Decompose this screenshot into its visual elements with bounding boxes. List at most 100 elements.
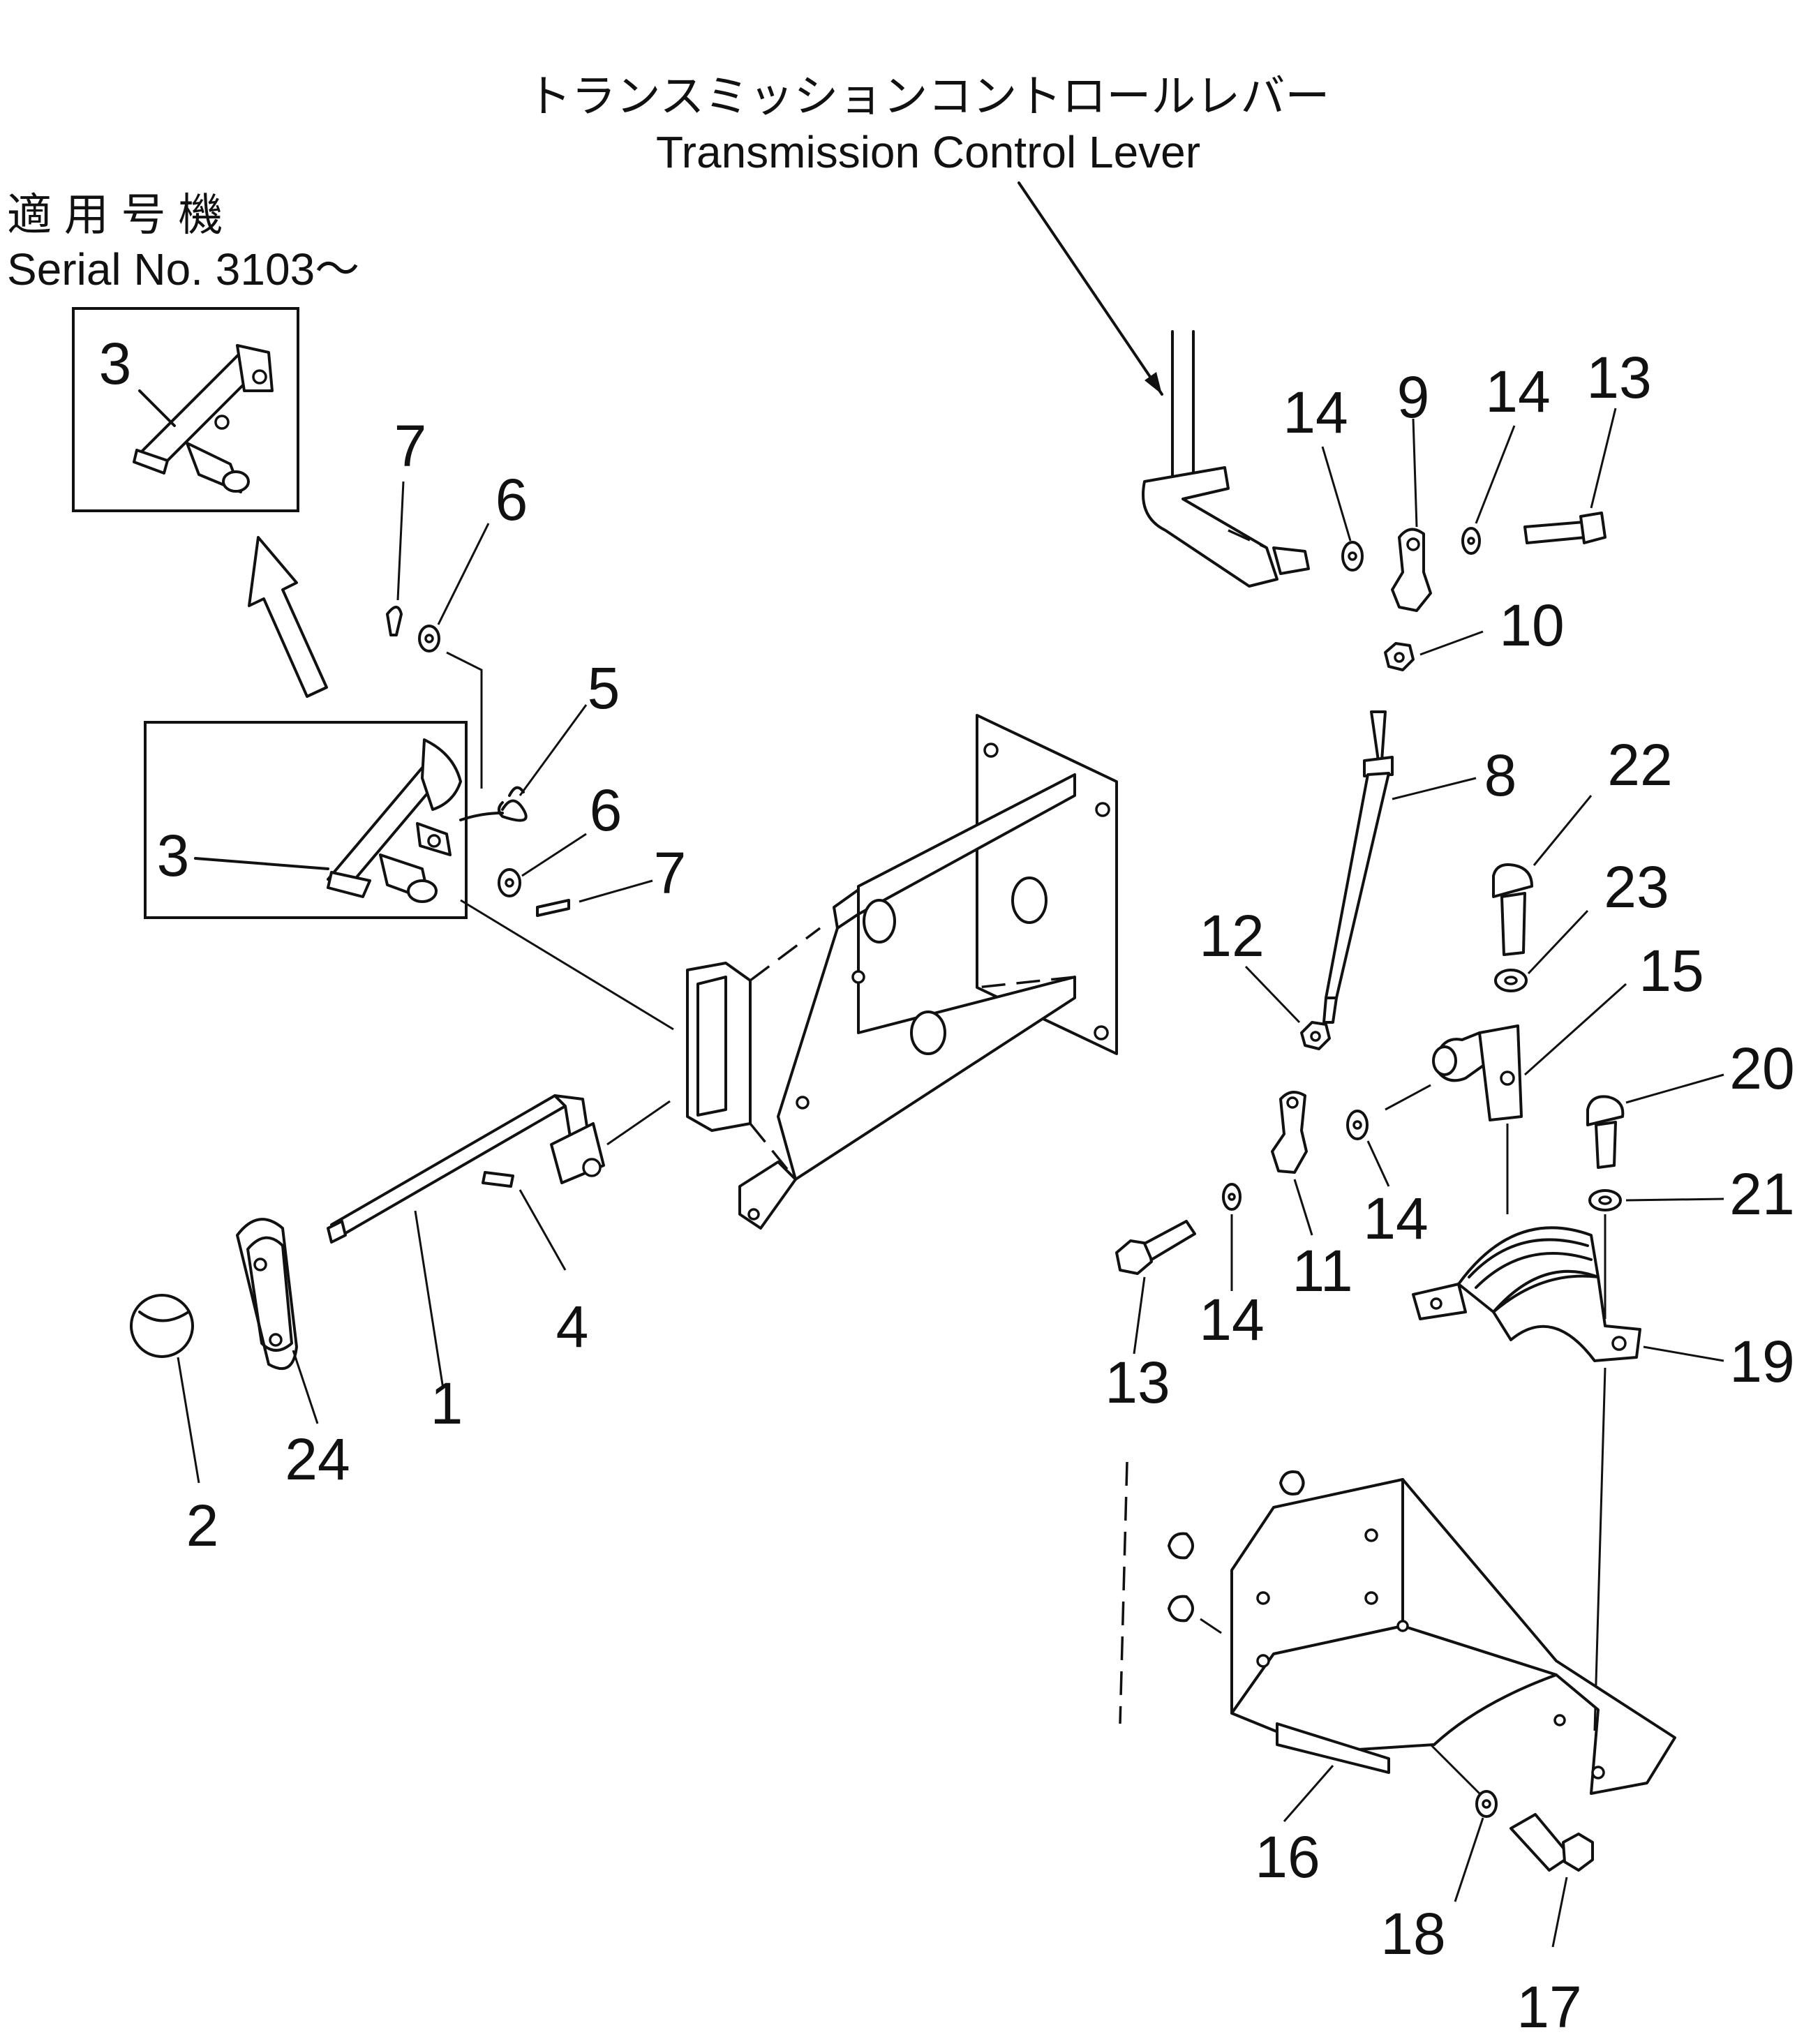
- part-12-nut: [1300, 1021, 1331, 1050]
- callout-8: 8: [1484, 743, 1517, 808]
- alignment-dash: [1119, 1461, 1128, 1724]
- leader-14c: [1366, 1140, 1390, 1187]
- part-10-nut: [1384, 642, 1415, 671]
- callout-14-c: 14: [1363, 1186, 1428, 1251]
- leader-5: [519, 704, 588, 796]
- part-6-lower: [498, 868, 521, 897]
- leader-12: [1244, 965, 1301, 1024]
- callout-6-lower: 6: [590, 777, 623, 843]
- leader-15: [1523, 983, 1627, 1076]
- lever-label-en: Transmission Control Lever: [656, 127, 1200, 177]
- leader-20: [1625, 1073, 1724, 1104]
- callout-14-b: 14: [1485, 359, 1550, 424]
- part-7-lower: [536, 899, 570, 917]
- gate-guide-block: [686, 927, 821, 1181]
- part-8-rod: [1322, 710, 1394, 1024]
- callout-5: 5: [588, 655, 620, 721]
- leader-14b: [1475, 425, 1516, 524]
- leader-21: [1625, 1198, 1724, 1202]
- leader-6b: [521, 833, 587, 877]
- callout-22: 22: [1607, 732, 1672, 798]
- callout-15: 15: [1639, 938, 1704, 1004]
- part-21-washer: [1588, 1189, 1622, 1211]
- serial-label-jp: 適 用 号 機: [7, 190, 223, 240]
- callout-7-lower: 7: [654, 840, 687, 906]
- callout-6-upper: 6: [495, 467, 528, 532]
- main-bracket: [738, 714, 1118, 1230]
- leader-17: [1551, 1877, 1568, 1948]
- leader-4: [519, 1189, 567, 1271]
- leader-3b: [194, 857, 329, 870]
- weld-nuts: [1168, 1470, 1305, 1622]
- part-13-bolt-b: [1115, 1220, 1196, 1275]
- callout-24: 24: [285, 1426, 350, 1492]
- part-2-knob: [130, 1294, 194, 1358]
- nut-leader: [1200, 1618, 1222, 1634]
- callout-9: 9: [1397, 364, 1430, 430]
- callout-7-upper: 7: [394, 413, 427, 479]
- callout-2: 2: [186, 1493, 219, 1558]
- leader-10: [1419, 630, 1484, 656]
- serial-label-en: Serial No. 3103～: [7, 244, 359, 294]
- part-14-washer-a: [1341, 541, 1364, 572]
- part-7-upper: [386, 606, 403, 636]
- part-14-washer-d: [1222, 1183, 1242, 1211]
- leader-7a: [396, 481, 405, 601]
- part-14-washer-c: [1346, 1110, 1369, 1140]
- part-15-bracket: [1432, 1024, 1523, 1121]
- leader-2: [177, 1357, 200, 1484]
- part-6-upper: [418, 625, 440, 652]
- part-23-washer: [1494, 969, 1528, 992]
- leader-18: [1454, 1817, 1484, 1902]
- leader-washer-to-bracket: [1385, 1084, 1431, 1111]
- leader-13b: [1133, 1276, 1146, 1355]
- leader-11: [1293, 1179, 1313, 1236]
- lever-label-jp: トランスミッションコントロールレバー: [527, 71, 1330, 121]
- callout-13-a: 13: [1586, 345, 1651, 410]
- part-5-spring: [459, 786, 528, 822]
- part-14-washer-b: [1461, 527, 1481, 555]
- axis-18: [1429, 1743, 1481, 1795]
- part-19-clamp: [1412, 1226, 1641, 1362]
- leader-23: [1527, 909, 1589, 975]
- callout-19: 19: [1729, 1329, 1794, 1394]
- leader-old-inset: [460, 899, 674, 1031]
- callout-1: 1: [431, 1371, 463, 1436]
- callout-3: 3: [157, 823, 190, 888]
- serial-inset-box: [72, 307, 299, 512]
- leader-9: [1412, 418, 1418, 528]
- callout-18: 18: [1380, 1901, 1445, 1967]
- part-17-bolt: [1509, 1813, 1594, 1872]
- part-1-lever: [327, 1094, 605, 1244]
- leader-24: [292, 1350, 319, 1424]
- callout-14-a: 14: [1283, 380, 1348, 445]
- leader-lever-to-guide: [606, 1100, 671, 1146]
- leader-14a: [1321, 446, 1352, 542]
- old-part-inset-box: [144, 721, 468, 919]
- part-13-bolt-a: [1523, 512, 1607, 544]
- leader-1: [414, 1210, 445, 1389]
- callout-13-b: 13: [1105, 1350, 1170, 1415]
- leader-19: [1643, 1345, 1724, 1362]
- callout-14-d: 14: [1199, 1287, 1264, 1352]
- part-22-bolt: [1492, 863, 1533, 956]
- leader-22: [1533, 795, 1593, 866]
- part-24-boot: [236, 1218, 298, 1371]
- part-4-pin: [482, 1171, 514, 1188]
- part-16-cover: [1230, 1478, 1676, 1795]
- callout-3-inset: 3: [99, 331, 132, 396]
- lever-leader-arrow: [1017, 181, 1163, 396]
- part-18-washer: [1475, 1790, 1498, 1818]
- callout-23: 23: [1604, 854, 1669, 920]
- part-11-rod-end: [1271, 1091, 1308, 1174]
- leader-7b: [579, 879, 653, 903]
- axis-19-16: [1593, 1367, 1607, 1731]
- callout-10: 10: [1499, 592, 1564, 658]
- leader-13a: [1590, 408, 1617, 509]
- callout-21: 21: [1729, 1161, 1794, 1227]
- leader-8: [1392, 777, 1477, 800]
- part-20-bolt: [1586, 1095, 1625, 1169]
- callout-11: 11: [1292, 1238, 1352, 1304]
- leader-16: [1283, 1765, 1334, 1822]
